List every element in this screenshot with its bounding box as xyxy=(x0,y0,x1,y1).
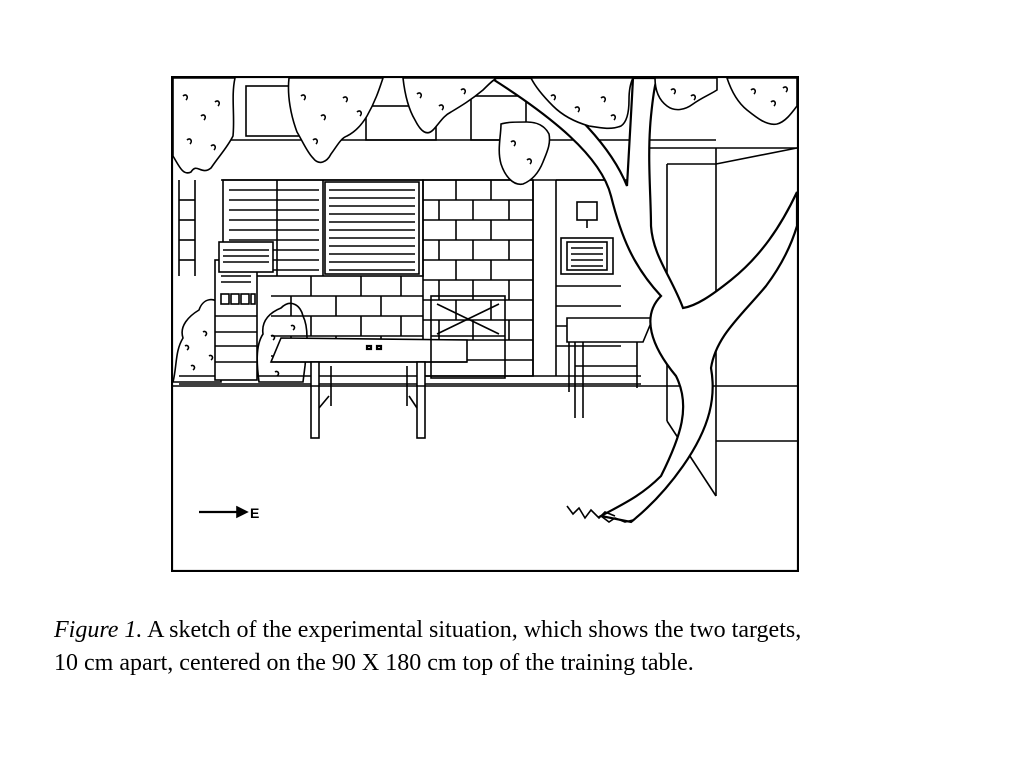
figure-frame xyxy=(171,76,799,572)
figure-caption: Figure 1. A sketch of the experimental s… xyxy=(54,614,994,680)
wall-lamp xyxy=(576,201,598,228)
caption-text-1: A sketch of the experimental situation, … xyxy=(147,617,802,643)
caption-line-1: Figure 1. A sketch of the experimental s… xyxy=(54,614,994,647)
compass-arrow-icon xyxy=(199,505,249,519)
shrub-left xyxy=(171,298,222,383)
training-table xyxy=(269,337,468,439)
compass-label: E xyxy=(250,505,259,521)
chair xyxy=(430,295,506,379)
experimental-situation-sketch: E xyxy=(171,76,799,572)
caption-label: Figure 1. xyxy=(54,617,143,643)
side-table xyxy=(566,317,655,418)
air-conditioner xyxy=(560,237,614,275)
foliage xyxy=(172,77,798,186)
tree xyxy=(487,76,799,524)
building xyxy=(178,85,798,497)
targets xyxy=(365,344,383,351)
caption-line-2: 10 cm apart, centered on the 90 X 180 cm… xyxy=(54,650,694,676)
equipment-rack xyxy=(214,241,274,381)
